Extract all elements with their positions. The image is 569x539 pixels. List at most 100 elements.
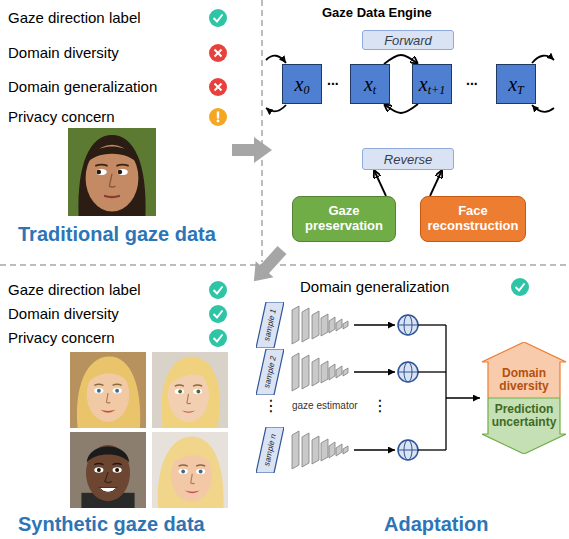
sample-slice: sample 1 bbox=[256, 302, 284, 348]
face-photo bbox=[109, 174, 115, 187]
face-photo bbox=[87, 367, 131, 385]
status-icons bbox=[511, 278, 529, 296]
face-photo bbox=[179, 465, 206, 466]
face-photo bbox=[77, 357, 140, 428]
section-title: Adaptation bbox=[384, 512, 488, 536]
status-icons bbox=[209, 44, 227, 62]
status-icons bbox=[214, 335, 223, 342]
status-icons bbox=[209, 329, 227, 347]
face-photo bbox=[175, 385, 202, 386]
diffusion-step-arrow bbox=[266, 105, 286, 111]
face-photo bbox=[70, 432, 146, 508]
face-photo bbox=[97, 170, 102, 175]
face-photo bbox=[70, 352, 146, 428]
section-title: Synthetic gaze data bbox=[18, 512, 205, 536]
status-icons bbox=[217, 112, 219, 119]
flow-arrow bbox=[245, 242, 291, 289]
ellipsis: ... bbox=[466, 72, 478, 89]
panel-title: Gaze Data Engine bbox=[322, 5, 432, 21]
face-photo bbox=[94, 467, 103, 472]
status-icons bbox=[209, 305, 227, 323]
decrease-arrow: Prediction uncertainty bbox=[482, 398, 566, 454]
face-photo bbox=[170, 447, 213, 467]
attribute-text: Domain diversity bbox=[8, 44, 119, 62]
status-icons bbox=[209, 108, 227, 126]
face-photo bbox=[193, 389, 202, 394]
merge-line bbox=[446, 397, 480, 398]
gaze-estimator-network bbox=[292, 353, 446, 391]
gaze-estimator-network bbox=[292, 306, 446, 344]
state-square: xt+1 bbox=[412, 64, 452, 104]
divider-line bbox=[0, 264, 569, 266]
increase-arrow bbox=[482, 342, 566, 398]
status-icons bbox=[217, 120, 220, 123]
face-photo bbox=[86, 445, 130, 501]
face-photo bbox=[68, 128, 156, 216]
status-icons bbox=[209, 9, 227, 27]
face-photo bbox=[158, 437, 224, 508]
state-square: x0 bbox=[282, 64, 322, 104]
face-photo bbox=[96, 169, 107, 175]
face-photo bbox=[187, 394, 191, 404]
gaze-estimator-network bbox=[292, 306, 446, 469]
attribute-text: Privacy concern bbox=[8, 108, 115, 126]
status-icons bbox=[209, 281, 227, 299]
face-photo bbox=[181, 470, 185, 474]
face-photo bbox=[196, 390, 200, 394]
status-icons bbox=[511, 278, 529, 296]
face-photo bbox=[105, 472, 112, 482]
section-title: Traditional gaze data bbox=[18, 222, 216, 246]
attribute-text: Domain generalization bbox=[8, 78, 157, 96]
status-icons bbox=[516, 284, 525, 291]
face-photo bbox=[182, 411, 196, 413]
face-photo bbox=[104, 196, 120, 197]
face-photo bbox=[115, 468, 119, 472]
box-text: Face reconstruction bbox=[425, 204, 521, 234]
diffusion-step-arrow bbox=[266, 56, 554, 112]
face-photo bbox=[185, 491, 200, 494]
attribute-text: Domain diversity bbox=[8, 305, 119, 323]
status-icons bbox=[214, 311, 223, 318]
face-photo bbox=[86, 145, 139, 212]
attribute-text: Domain generalization bbox=[300, 278, 449, 296]
flow-arrow bbox=[232, 137, 272, 163]
attribute-text: Gaze direction label bbox=[8, 281, 141, 299]
face-photo bbox=[70, 352, 146, 428]
state-symbol: x bbox=[364, 73, 373, 96]
ellipsis: ... bbox=[327, 72, 339, 89]
face-photo bbox=[99, 487, 117, 492]
face-photo bbox=[175, 389, 184, 394]
diffusion-step-arrow bbox=[532, 56, 554, 63]
face-photo bbox=[97, 468, 101, 472]
objective-box: Face reconstruction bbox=[420, 196, 526, 242]
face-photo bbox=[199, 470, 203, 474]
face-photo bbox=[178, 390, 182, 394]
status-icons bbox=[209, 78, 227, 96]
component-label: gaze estimator bbox=[292, 400, 358, 412]
face-photo bbox=[113, 388, 122, 393]
face-photo bbox=[117, 169, 128, 175]
sample-slice: sample n bbox=[256, 427, 284, 473]
attribute-text: Privacy concern bbox=[8, 329, 115, 347]
state-symbol: t+1 bbox=[428, 83, 445, 98]
face-photo bbox=[118, 170, 123, 175]
process-arrow bbox=[374, 170, 386, 196]
face-photo bbox=[167, 365, 211, 387]
flow-arrow bbox=[232, 137, 291, 289]
face-photo bbox=[152, 432, 228, 508]
face-photo bbox=[106, 393, 110, 403]
status-icons bbox=[209, 305, 227, 323]
process-arrow bbox=[384, 55, 418, 64]
gaze-estimator-network bbox=[292, 431, 446, 469]
face-photo bbox=[161, 356, 220, 428]
divider-line bbox=[0, 0, 569, 265]
merge-line bbox=[445, 325, 446, 450]
status-icons bbox=[214, 287, 223, 294]
status-icons bbox=[209, 44, 227, 62]
state-square: xt bbox=[350, 64, 390, 104]
face-photo bbox=[86, 146, 139, 164]
face-photo bbox=[152, 352, 228, 428]
box-text: Gaze preservation bbox=[297, 204, 391, 234]
face-photo bbox=[68, 128, 156, 216]
